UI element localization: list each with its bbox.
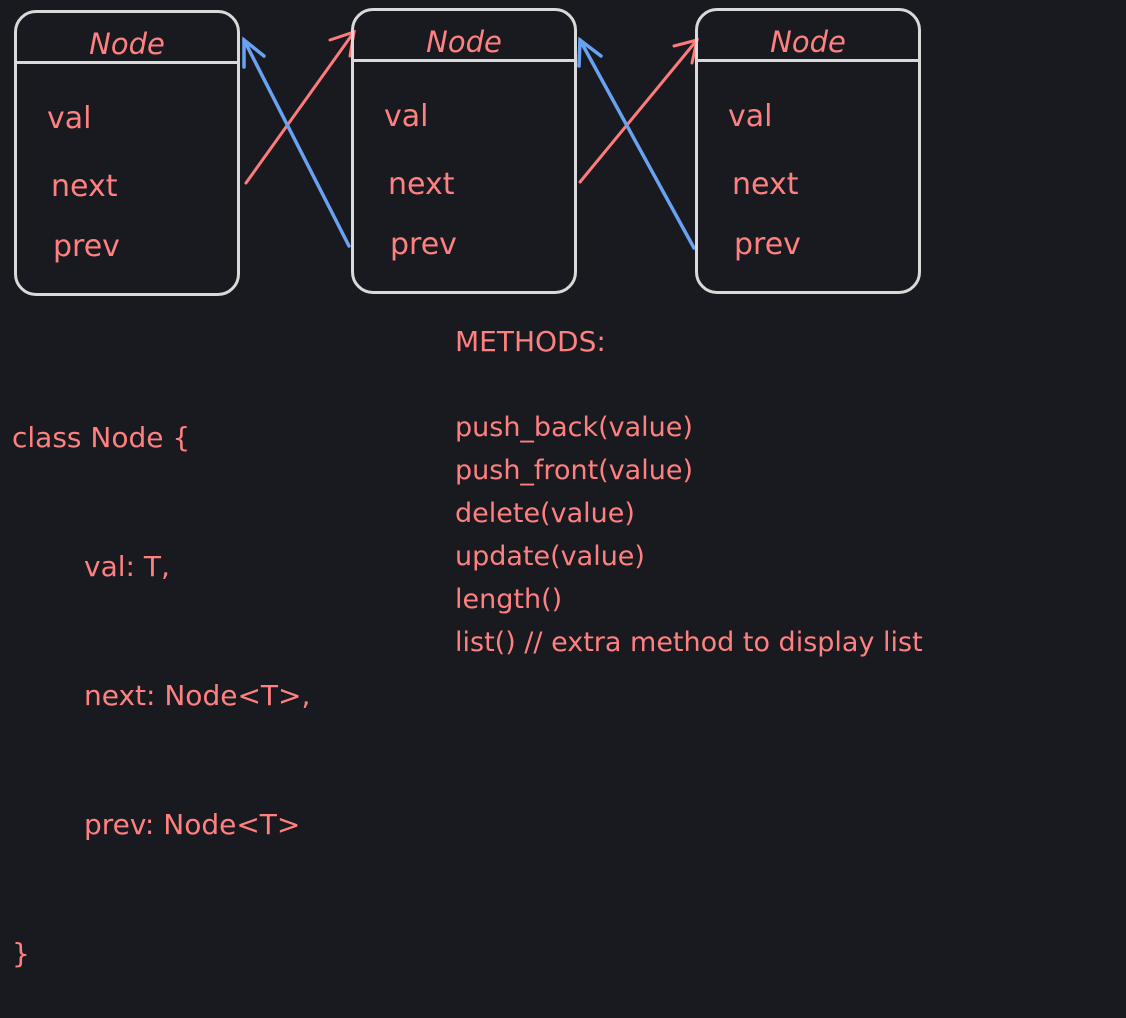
node-field-prev: prev <box>390 227 457 262</box>
node-field-prev: prev <box>53 229 120 264</box>
method-item: push_back(value) <box>455 412 693 443</box>
prev-arrow <box>577 36 696 250</box>
code-line: prev: Node<T> <box>84 808 301 841</box>
code-line: val: T, <box>84 550 170 583</box>
node-box-2: Node val next prev <box>351 8 577 294</box>
prev-arrow <box>242 36 351 248</box>
node-title: Node <box>89 27 165 61</box>
node-field-val: val <box>728 99 773 134</box>
node-title: Node <box>426 25 502 59</box>
node-box-3: Node val next prev <box>695 8 921 294</box>
code-line: } <box>12 937 30 970</box>
node-field-next: next <box>388 167 455 202</box>
node-field-val: val <box>47 101 92 136</box>
link-arrows-canvas <box>242 29 699 250</box>
node-field-prev: prev <box>734 227 801 262</box>
node-divider <box>354 59 574 62</box>
node-divider <box>17 61 237 64</box>
method-item: push_front(value) <box>455 455 693 486</box>
methods-heading: METHODS: <box>455 325 606 358</box>
node-field-next: next <box>51 169 118 204</box>
node-title: Node <box>770 25 846 59</box>
next-arrow <box>578 37 699 184</box>
node-field-val: val <box>384 99 429 134</box>
class-definition: class Node { val: T, next: Node<T>, prev… <box>12 330 310 1018</box>
method-item: length() <box>455 584 563 615</box>
code-line: class Node { <box>12 421 191 454</box>
method-item: update(value) <box>455 541 645 572</box>
code-line: next: Node<T>, <box>84 679 311 712</box>
methods-list: METHODS: push_back(value) push_front(val… <box>455 320 923 664</box>
node-field-next: next <box>732 167 799 202</box>
node-divider <box>698 59 918 62</box>
node-box-1: Node val next prev <box>14 10 240 296</box>
method-item: delete(value) <box>455 498 635 529</box>
method-item: list() // extra method to display list <box>455 627 923 658</box>
